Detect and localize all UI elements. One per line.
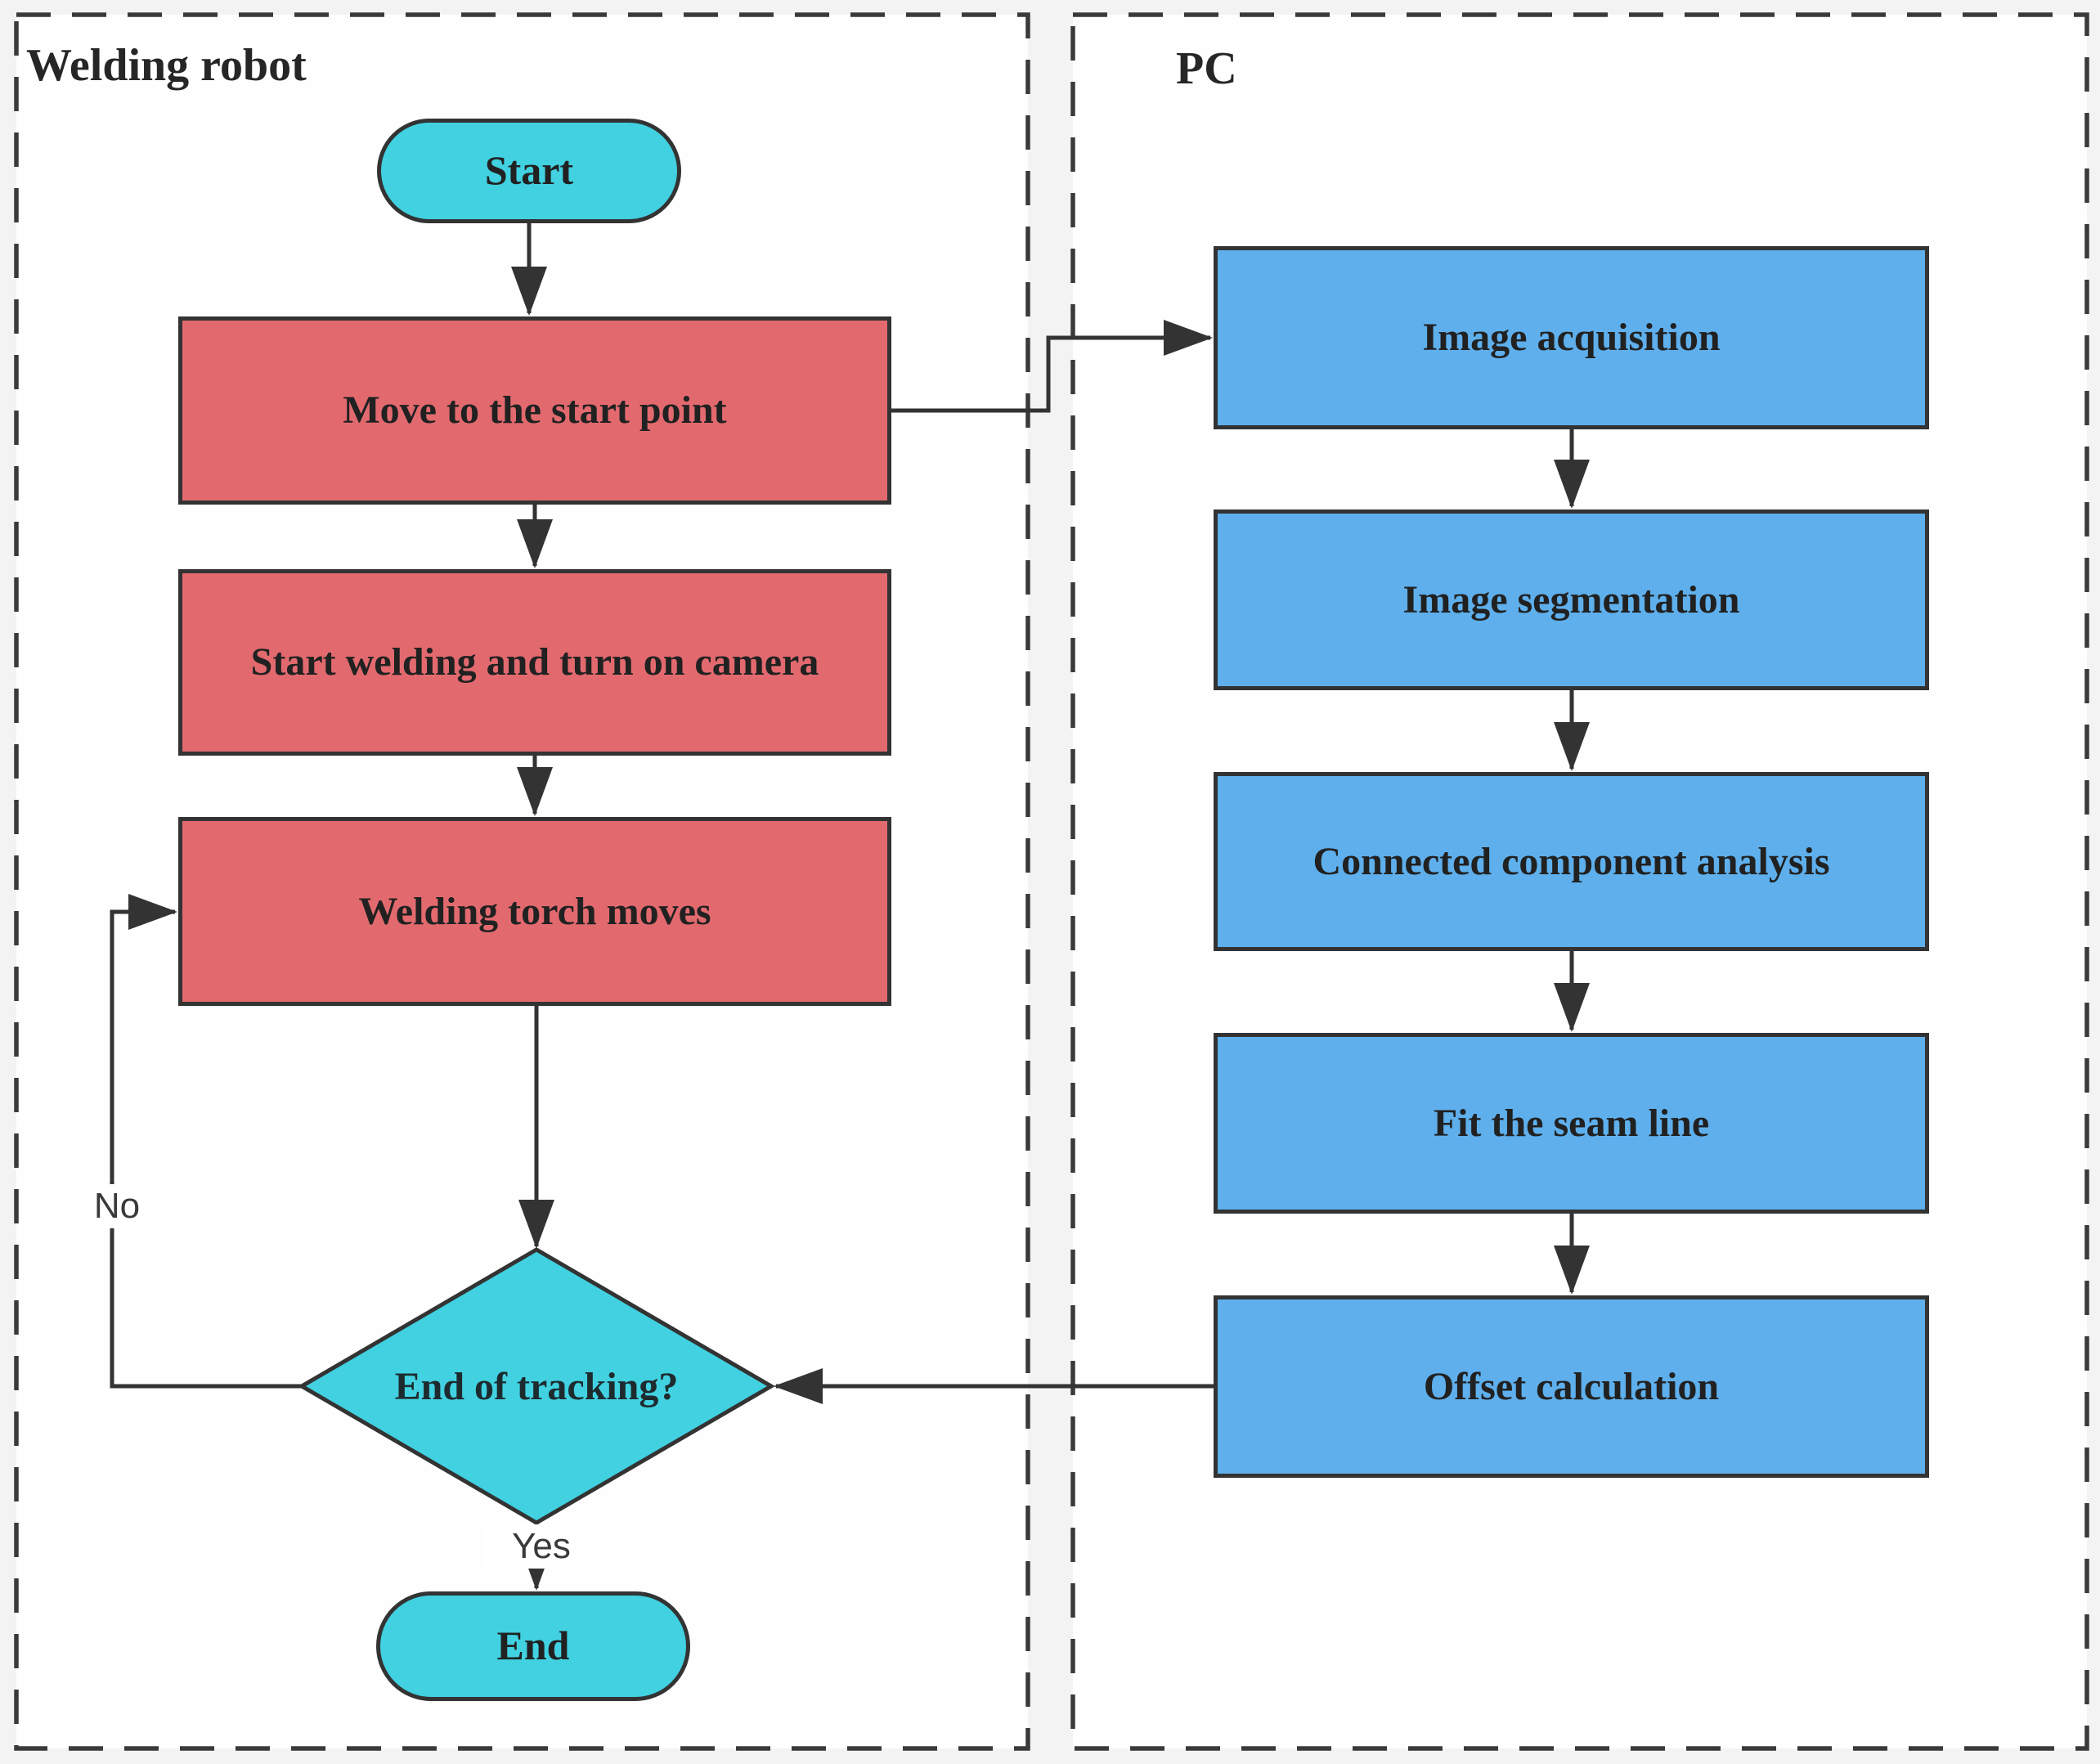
- decision-diamond-shape: [298, 1247, 775, 1525]
- node-end-of-tracking-label: End of tracking?: [394, 1364, 679, 1408]
- node-start-welding-turn-on-camera: Start welding and turn on camera: [178, 569, 891, 756]
- edge-label-yes: Yes: [484, 1524, 599, 1569]
- node-fit-the-seam-line: Fit the seam line: [1214, 1033, 1929, 1214]
- node-connected-component-analysis: Connected component analysis: [1214, 772, 1929, 951]
- node-offset-calculation: Offset calculation: [1214, 1295, 1929, 1478]
- panel-title-welding-robot: Welding robot: [26, 40, 307, 91]
- edge-decision-to-torch-no-loop: [110, 894, 302, 1389]
- node-image-segmentation: Image segmentation: [1214, 509, 1929, 690]
- node-end: End: [376, 1591, 690, 1701]
- edge-move-to-image-acquisition: [891, 320, 1213, 413]
- node-welding-torch-moves: Welding torch moves: [178, 817, 891, 1006]
- node-start: Start: [377, 119, 681, 223]
- node-image-acquisition: Image acquisition: [1214, 246, 1929, 429]
- panel-title-pc: PC: [1176, 43, 1237, 94]
- node-move-to-start-point: Move to the start point: [178, 316, 891, 505]
- edge-label-no: No: [64, 1184, 170, 1228]
